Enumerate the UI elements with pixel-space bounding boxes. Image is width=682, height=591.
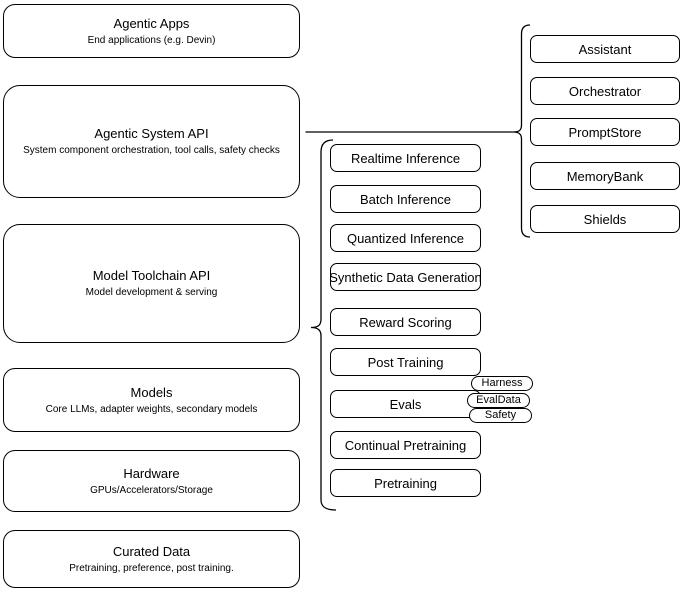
node-label: Assistant (578, 41, 632, 57)
node-curated-data: Curated Data Pretraining, preference, po… (3, 530, 300, 588)
node-label: Shields (583, 211, 627, 227)
node-label: Realtime Inference (350, 150, 461, 166)
node-subtitle: GPUs/Accelerators/Storage (90, 484, 213, 496)
tag-evaldata: EvalData (467, 393, 530, 408)
node-quantized-inference: Quantized Inference (330, 224, 481, 252)
node-memorybank: MemoryBank (530, 162, 680, 190)
node-reward-scoring: Reward Scoring (330, 308, 481, 336)
node-label: Batch Inference (359, 191, 452, 207)
node-evals: Evals (330, 390, 481, 418)
node-title: Agentic Apps (113, 15, 190, 31)
node-label: Orchestrator (568, 83, 642, 99)
node-shields: Shields (530, 205, 680, 233)
node-orchestrator: Orchestrator (530, 77, 680, 105)
node-model-toolchain-api: Model Toolchain API Model development & … (3, 224, 300, 343)
node-subtitle: System component orchestration, tool cal… (23, 145, 280, 156)
node-batch-inference: Batch Inference (330, 185, 481, 213)
node-label: Pretraining (374, 475, 437, 491)
node-title: Agentic System API (94, 126, 209, 141)
node-label: Synthetic Data Generation (329, 269, 482, 285)
node-label: MemoryBank (566, 168, 644, 184)
node-label: Evals (389, 396, 422, 412)
node-pretraining: Pretraining (330, 469, 481, 497)
node-realtime-inference: Realtime Inference (330, 144, 481, 172)
node-agentic-apps: Agentic Apps End applications (e.g. Devi… (3, 4, 300, 58)
node-assistant: Assistant (530, 35, 680, 63)
tag-safety: Safety (469, 408, 532, 423)
node-post-training: Post Training (330, 348, 481, 376)
node-label: Reward Scoring (359, 314, 452, 330)
node-continual-pretraining: Continual Pretraining (330, 431, 481, 459)
node-label: Continual Pretraining (344, 437, 467, 453)
tag-harness: Harness (471, 376, 533, 391)
node-agentic-system-api: Agentic System API System component orch… (3, 85, 300, 198)
node-title: Model Toolchain API (92, 268, 211, 283)
node-title: Models (130, 384, 173, 400)
node-subtitle: End applications (e.g. Devin) (87, 34, 216, 46)
node-label: Quantized Inference (346, 230, 465, 246)
node-synthetic-data-generation: Synthetic Data Generation (329, 263, 482, 291)
node-promptstore: PromptStore (530, 118, 680, 146)
node-subtitle: Pretraining, preference, post training. (69, 562, 234, 574)
right-column-brace (513, 24, 531, 238)
node-label: Post Training (367, 354, 444, 370)
tag-label: Safety (484, 409, 517, 421)
node-label: PromptStore (568, 124, 642, 140)
tag-label: Harness (481, 377, 523, 389)
tag-label: EvalData (476, 394, 521, 406)
node-title: Curated Data (112, 543, 191, 559)
node-title: Hardware (123, 465, 180, 481)
node-subtitle: Model development & serving (85, 287, 218, 298)
node-subtitle: Core LLMs, adapter weights, secondary mo… (45, 403, 258, 415)
node-models: Models Core LLMs, adapter weights, secon… (3, 368, 300, 432)
node-hardware: Hardware GPUs/Accelerators/Storage (3, 450, 300, 512)
